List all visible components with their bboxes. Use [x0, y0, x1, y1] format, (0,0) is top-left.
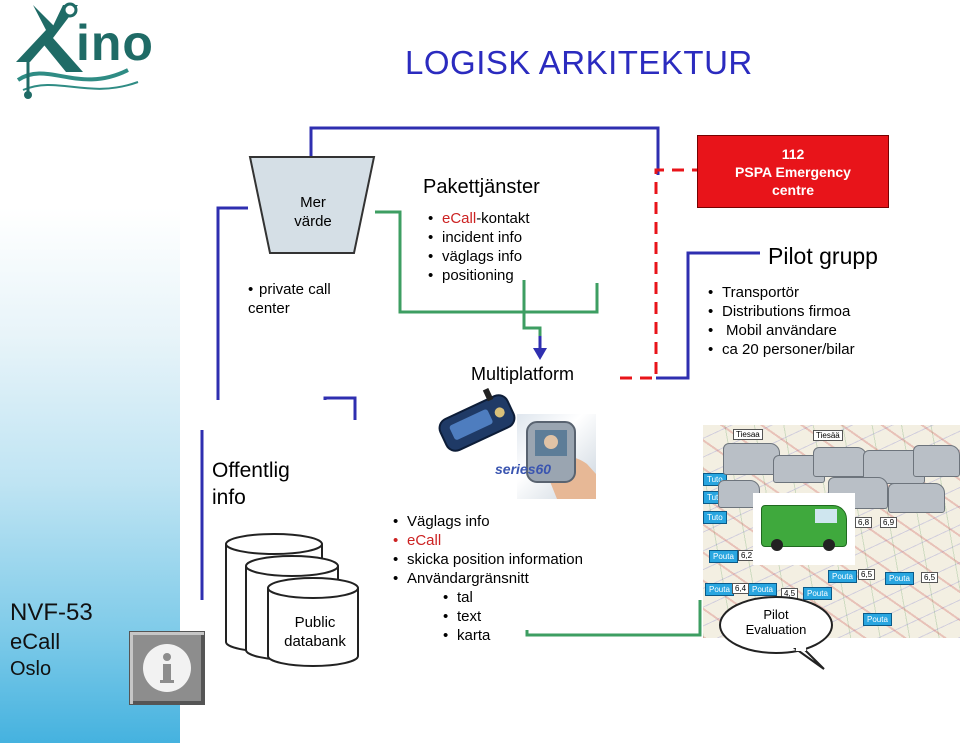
pilot-grupp-item: Distributions firmoa — [708, 302, 855, 321]
database-stack-icon — [225, 533, 359, 667]
offentlig-info-heading: Offentlig info — [212, 459, 290, 509]
paket-list: eCall-kontakt incident info väglags info… — [428, 209, 530, 285]
green-van-image — [753, 493, 855, 565]
paket-item: positioning — [428, 266, 530, 285]
device-feature-item: Användargränsnitt — [393, 569, 583, 588]
emergency-line2: PSPA Emergency — [735, 163, 851, 180]
pilot-grupp-item: Mobil användare — [708, 321, 855, 340]
value-cup-shape — [248, 156, 376, 254]
map-value: 6,5 — [921, 572, 939, 583]
device-feature-list: Väglags info eCall skicka position infor… — [393, 512, 583, 588]
map-value: 6,8 — [855, 517, 873, 528]
logo-wordmark: ino — [76, 15, 154, 71]
emergency-line3: centre — [771, 181, 815, 198]
pilot-grupp-item: ca 20 personer/bilar — [708, 340, 855, 359]
gps-device-image — [438, 388, 516, 452]
xino-logo: ino — [8, 0, 178, 110]
device-sub-item: text — [443, 607, 490, 626]
emergency-centre-box: 112 PSPA Emergency centre — [697, 135, 889, 208]
map-place-label: Tiesaa — [733, 429, 763, 440]
device-sub-item: tal — [443, 588, 490, 607]
map-value: 6,5 — [858, 569, 876, 580]
pilot-grupp-item: Transportör — [708, 283, 855, 302]
private-call-center: •private call center — [248, 281, 331, 317]
road-weather-map: Tiesaa Tiesää Tuto Tuto Tuto Pouta Pouta… — [703, 425, 960, 638]
vehicle-image — [813, 447, 867, 477]
nvf-label: NVF-53 eCall Oslo — [10, 599, 93, 680]
series60-label: series60 — [495, 461, 552, 477]
map-sign: Pouta — [885, 572, 914, 585]
paket-item: eCall-kontakt — [428, 209, 530, 228]
pilot-evaluation-label: Pilot Evaluation — [745, 607, 807, 637]
device-sub-list: tal text karta — [443, 588, 490, 645]
page-title: LOGISK ARKITEKTUR — [405, 44, 753, 81]
vehicle-image — [888, 483, 945, 513]
public-databank-label: Public databank — [284, 614, 346, 650]
paket-heading: Pakettjänster — [423, 176, 540, 198]
device-feature-item: eCall — [393, 531, 583, 550]
device-feature-item: Väglags info — [393, 512, 583, 531]
map-sign: Pouta — [863, 613, 892, 626]
value-cup-label: Mer värde — [288, 193, 338, 231]
map-sign: Pouta — [709, 550, 738, 563]
map-sign: Tuto — [703, 511, 727, 524]
info-icon[interactable] — [129, 631, 205, 705]
map-value: 6,9 — [880, 517, 898, 528]
sidebar-gradient — [0, 0, 180, 743]
vehicle-image — [723, 443, 780, 475]
mobile-phone-image: series60 — [495, 414, 596, 499]
value-cup-line2: värde — [294, 213, 332, 230]
map-place-label: Tiesää — [813, 430, 843, 441]
multiplatform-label: Multiplatform — [471, 364, 575, 384]
device-feature-item: skicka position information — [393, 550, 583, 569]
private-call-line2: center — [248, 300, 290, 317]
pilot-grupp-heading: Pilot grupp — [768, 243, 878, 269]
vehicle-image — [913, 445, 960, 477]
map-sign: Pouta — [705, 583, 734, 596]
emergency-line1: 112 — [781, 145, 805, 162]
pilot-evaluation-bubble-shape — [719, 596, 833, 670]
paket-item: incident info — [428, 228, 530, 247]
private-call-line1: private call — [259, 281, 331, 298]
map-sign: Pouta — [828, 570, 857, 583]
map-sign: Pouta — [803, 587, 832, 600]
value-cup-line1: Mer — [300, 194, 326, 211]
paket-item: väglags info — [428, 247, 530, 266]
map-value: 6,4 — [732, 583, 750, 594]
pilot-grupp-list: Transportör Distributions firmoa Mobil a… — [708, 283, 855, 359]
device-sub-item: karta — [443, 626, 490, 645]
